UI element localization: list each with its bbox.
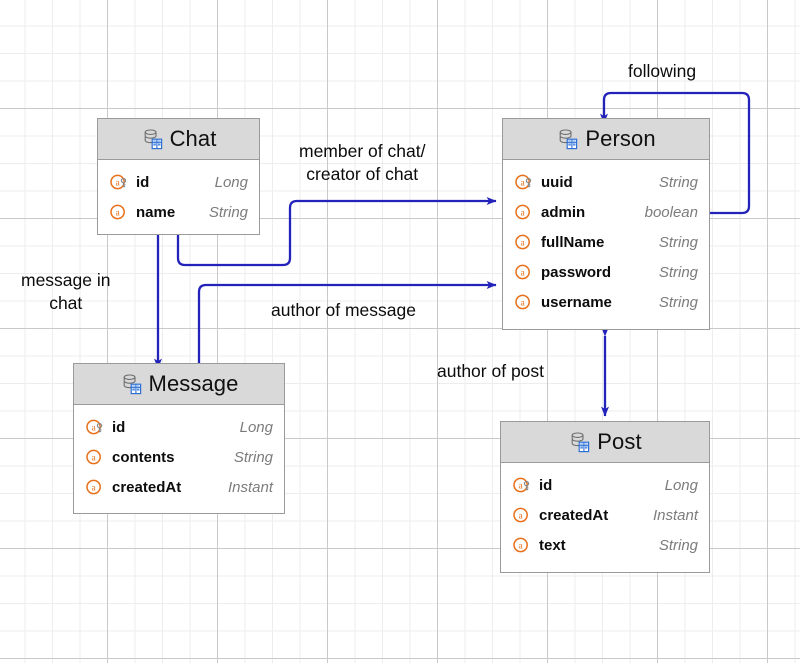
attribute-name: contents bbox=[112, 448, 175, 466]
attribute-name: username bbox=[541, 293, 612, 311]
database-table-icon bbox=[568, 431, 590, 453]
edge-label-member-of-chat-line2: creator of chat bbox=[306, 164, 419, 185]
entity-title-person: Person bbox=[585, 126, 656, 151]
attribute-type: String bbox=[658, 233, 698, 251]
attribute-key-icon: a bbox=[85, 417, 105, 437]
attribute-name: password bbox=[541, 263, 612, 281]
svg-text:a: a bbox=[520, 238, 525, 249]
attribute-name: name bbox=[136, 203, 176, 221]
attribute-row[interactable]: a uuid String bbox=[514, 167, 698, 197]
edge-label-message-in-chat: message in chat bbox=[21, 269, 111, 315]
attribute-name: uuid bbox=[541, 173, 573, 191]
entity-title-post: Post bbox=[597, 429, 642, 454]
attribute-type: Long bbox=[214, 173, 248, 191]
attribute-icon: a bbox=[512, 535, 532, 555]
svg-text:a: a bbox=[115, 178, 120, 189]
svg-text:a: a bbox=[518, 481, 523, 492]
attribute-icon: a bbox=[512, 505, 532, 525]
entity-body-post: a id Long a createdAt Instant a text String bbox=[501, 463, 709, 569]
attribute-row[interactable]: a name String bbox=[109, 197, 248, 227]
attribute-icon: a bbox=[514, 202, 534, 222]
svg-text:a: a bbox=[91, 483, 96, 494]
attribute-name: text bbox=[539, 536, 566, 554]
attribute-icon: a bbox=[514, 292, 534, 312]
entity-chat[interactable]: Chat a id Long a name String bbox=[97, 118, 260, 235]
attribute-key-icon: a bbox=[109, 172, 129, 192]
attribute-row[interactable]: a id Long bbox=[85, 412, 273, 442]
entity-post[interactable]: Post a id Long a createdAt Instant a text String bbox=[500, 421, 710, 573]
attribute-type: String bbox=[658, 536, 698, 554]
database-table-icon bbox=[120, 373, 142, 395]
attribute-key-icon: a bbox=[514, 172, 534, 192]
entity-header-person[interactable]: Person bbox=[503, 119, 709, 160]
attribute-type: String bbox=[658, 293, 698, 311]
edge-label-member-of-chat: member of chat/ creator of chat bbox=[299, 140, 425, 186]
attribute-name: createdAt bbox=[112, 478, 182, 496]
edge-label-message-in-chat-line1: message in bbox=[21, 270, 111, 290]
attribute-name: admin bbox=[541, 203, 586, 221]
database-table-icon bbox=[556, 128, 578, 150]
svg-text:a: a bbox=[520, 268, 525, 279]
attribute-type: Long bbox=[664, 476, 698, 494]
attribute-icon: a bbox=[514, 232, 534, 252]
attribute-name: id bbox=[112, 418, 126, 436]
attribute-row[interactable]: a id Long bbox=[109, 167, 248, 197]
edge-label-author-of-post: author of post bbox=[437, 361, 545, 381]
attribute-type: Instant bbox=[652, 506, 698, 524]
attribute-type: Instant bbox=[227, 478, 273, 496]
attribute-type: String bbox=[658, 173, 698, 191]
attribute-row[interactable]: a admin boolean bbox=[514, 197, 698, 227]
attribute-row[interactable]: a createdAt Instant bbox=[512, 500, 698, 530]
entity-body-chat: a id Long a name String bbox=[98, 160, 259, 236]
svg-text:a: a bbox=[520, 178, 525, 189]
attribute-name: id bbox=[539, 476, 553, 494]
entity-header-message[interactable]: Message bbox=[74, 364, 284, 405]
attribute-type: String bbox=[233, 448, 273, 466]
attribute-row[interactable]: a text String bbox=[512, 530, 698, 560]
attribute-type: boolean bbox=[644, 203, 698, 221]
svg-text:a: a bbox=[520, 208, 525, 219]
attribute-icon: a bbox=[85, 447, 105, 467]
attribute-row[interactable]: a id Long bbox=[512, 470, 698, 500]
edge-label-author-of-message: author of message bbox=[271, 300, 416, 320]
attribute-type: String bbox=[658, 263, 698, 281]
attribute-type: Long bbox=[239, 418, 273, 436]
entity-header-post[interactable]: Post bbox=[501, 422, 709, 463]
edge-label-member-of-chat-line1: member of chat/ bbox=[299, 141, 426, 161]
entity-message[interactable]: Message a id Long a contents String a createdAt I… bbox=[73, 363, 285, 514]
attribute-row[interactable]: a username String bbox=[514, 287, 698, 317]
attribute-name: createdAt bbox=[539, 506, 609, 524]
attribute-name: id bbox=[136, 173, 150, 191]
edge-label-message-in-chat-line2: chat bbox=[49, 293, 83, 314]
attribute-row[interactable]: a contents String bbox=[85, 442, 273, 472]
svg-text:a: a bbox=[518, 541, 523, 552]
entity-title-chat: Chat bbox=[169, 126, 217, 151]
attribute-icon: a bbox=[85, 477, 105, 497]
svg-text:a: a bbox=[91, 453, 96, 464]
attribute-type: String bbox=[208, 203, 248, 221]
attribute-name: fullName bbox=[541, 233, 605, 251]
database-table-icon bbox=[141, 128, 163, 150]
attribute-icon: a bbox=[109, 202, 129, 222]
entity-header-chat[interactable]: Chat bbox=[98, 119, 259, 160]
svg-text:a: a bbox=[115, 208, 120, 219]
attribute-key-icon: a bbox=[512, 475, 532, 495]
attribute-icon: a bbox=[514, 262, 534, 282]
attribute-row[interactable]: a fullName String bbox=[514, 227, 698, 257]
edge-author-of-message bbox=[197, 280, 497, 368]
attribute-row[interactable]: a password String bbox=[514, 257, 698, 287]
svg-text:a: a bbox=[91, 423, 96, 434]
edge-label-following: following bbox=[628, 61, 697, 81]
entity-body-message: a id Long a contents String a createdAt Instant bbox=[74, 405, 284, 511]
svg-text:a: a bbox=[518, 511, 523, 522]
svg-text:a: a bbox=[520, 298, 525, 309]
attribute-row[interactable]: a createdAt Instant bbox=[85, 472, 273, 502]
entity-title-message: Message bbox=[148, 371, 239, 396]
